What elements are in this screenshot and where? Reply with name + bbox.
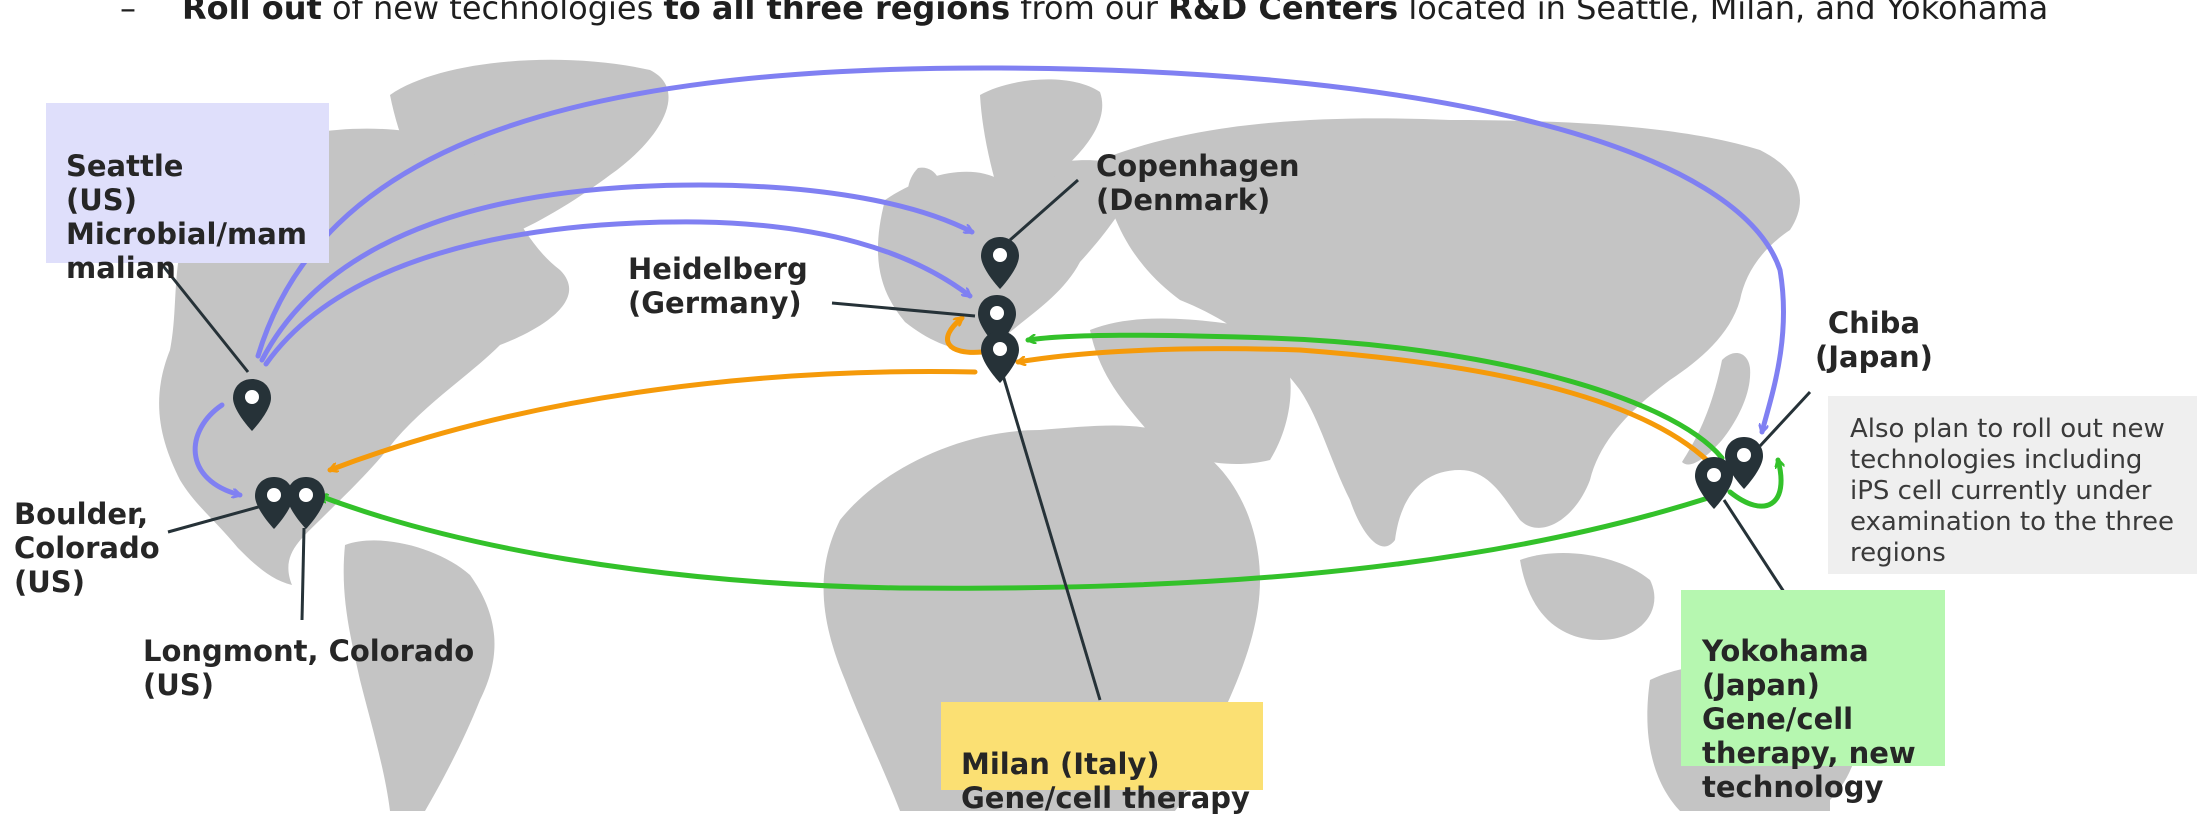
landmass-south-america [343,540,495,811]
boulder-label: Boulder, Colorado (US) [14,497,160,599]
header-text-6: located in Seattle, Milan, and Yokohama [1398,0,2049,27]
milan-label: Milan (Italy) Gene/cell therapy [961,747,1250,815]
header-bold-rollout: Roll out [182,0,322,27]
arrow-yokohama-to-longmont [320,496,1711,591]
arrow-yokohama-to-chiba [1727,460,1781,509]
leader-yokohama [1722,499,1786,593]
leader-boulder [167,504,263,534]
header-text-2: of new technologies [321,0,664,27]
leader-copenhagen [1009,178,1079,242]
leader-heidelberg [831,301,976,318]
landmass-southeast-asia [1520,552,1655,640]
header-text-4: from our [1010,0,1169,27]
arrow-milan-to-heidelberg [945,315,985,355]
arrow-seattle-to-boulder [192,402,240,495]
arrow-seattle-to-heidelberg [263,219,970,367]
arrow-seattle-to-chiba [255,65,1786,432]
header-bold-rd-centers: R&D Centers [1168,0,1399,27]
leader-lines [158,178,1812,701]
landmass-middle-east [1090,318,1291,465]
leader-chiba [1758,390,1812,448]
landmass-scandinavia [980,79,1103,199]
note-box: Also plan to roll out new technologies i… [1828,396,2197,574]
arrow-yokohama-to-heidelberg [1028,332,1725,461]
header-text: Roll out of new technologies to all thre… [182,0,2142,28]
chiba-label: Chiba (Japan) [1815,306,1933,374]
leader-longmont [300,527,306,621]
seattle-label-box: Seattle (US) Microbial/mam malian [46,103,329,285]
leader-milan [1000,371,1102,701]
landmass-asia [1100,118,1800,547]
heidelberg-label: Heidelberg (Germany) [628,252,808,320]
seattle-label: Seattle (US) Microbial/mam malian [66,149,308,285]
seattle-arrows [192,65,1786,495]
pin-milan-icon [981,331,1019,383]
milan-label-box: Milan (Italy) Gene/cell therapy [941,702,1263,815]
header-bold-regions: to all three regions [663,0,1011,27]
yokohama-label-box: Yokohama (Japan) Gene/cell therapy, new … [1681,590,1945,804]
leader-seattle [158,261,250,373]
yokohama-arrows [320,332,1781,591]
note-text: Also plan to roll out new technologies i… [1850,414,2174,568]
copenhagen-label: Copenhagen (Denmark) [1096,149,1300,217]
arrow-yokohama-to-milan [1018,346,1718,471]
longmont-label: Longmont, Colorado (US) [143,634,475,702]
arrow-milan-to-boulder [330,369,978,470]
bullet-dash: – [120,0,136,27]
milan-arrows [330,315,1718,471]
yokohama-label: Yokohama (Japan) Gene/cell therapy, new … [1702,634,1916,804]
arrow-seattle-to-copenhagen [259,182,972,363]
